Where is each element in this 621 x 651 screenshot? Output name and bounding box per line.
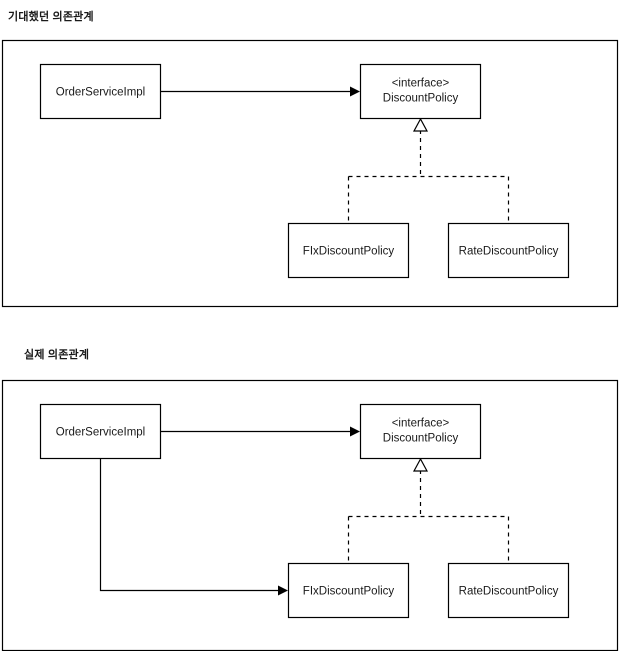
hollow-triangle-icon [412,117,429,132]
uml-box-rate-discount-policy[interactable]: RateDiscountPolicy [447,222,570,279]
uml-box-fix-discount-policy[interactable]: FIxDiscountPolicy [287,222,410,279]
uml-box-label: RateDiscountPolicy [459,586,559,598]
uml-box-label: FIxDiscountPolicy [303,586,395,598]
uml-box-stereotype: <interface> [392,418,450,430]
uml-box-label: RateDiscountPolicy [459,246,559,258]
uml-box-order-service-impl[interactable]: OrderServiceImpl [39,63,162,120]
uml-box-label: OrderServiceImpl [56,87,145,99]
uml-box-rate-discount-policy[interactable]: RateDiscountPolicy [447,562,570,619]
connection-realization-tree-actual [347,457,510,563]
uml-box-label: DiscountPolicy [383,93,459,105]
uml-box-label: DiscountPolicy [383,433,459,445]
uml-box-label: FIxDiscountPolicy [303,246,395,258]
uml-box-discount-policy[interactable]: <interface> DiscountPolicy [359,63,482,120]
section-title-expected: 기대했던 의존관계 [8,11,94,23]
section-title-actual: 실제 의존관계 [24,349,90,361]
uml-box-discount-policy[interactable]: <interface> DiscountPolicy [359,403,482,460]
section-actual: OrderServiceImpl <interface> DiscountPol… [1,379,619,651]
connection-order-to-fix [99,459,288,596]
connection-order-to-interface [161,86,360,97]
section-expected: OrderServiceImpl <interface> DiscountPol… [1,39,619,308]
uml-box-label: OrderServiceImpl [56,427,145,439]
uml-box-stereotype: <interface> [392,78,450,90]
uml-box-fix-discount-policy[interactable]: FIxDiscountPolicy [287,562,410,619]
hollow-triangle-icon [412,457,429,472]
section-frame-expected [1,39,619,308]
connection-order-to-interface [161,426,360,437]
connection-realization-tree-expected [347,117,510,223]
uml-box-order-service-impl[interactable]: OrderServiceImpl [39,403,162,460]
